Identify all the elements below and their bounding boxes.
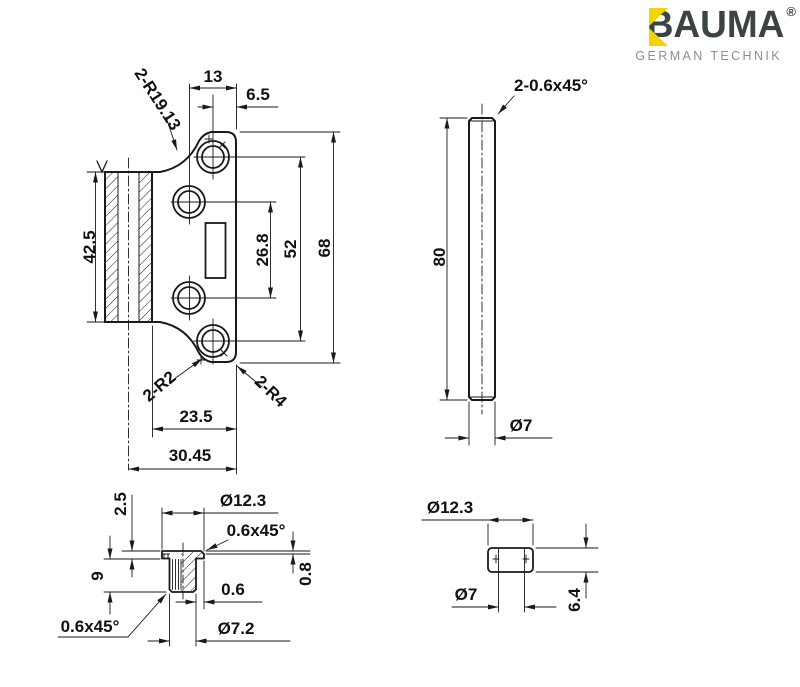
dim-text-52: 52 <box>281 240 300 259</box>
screw-hole-lower-inner <box>170 275 277 321</box>
dim-text-42-5: 42.5 <box>80 230 99 263</box>
bushing-side-dimensions: Ø12.3 Ø7 6.4 <box>421 498 599 612</box>
dimension-flange-height: 2.5 <box>111 492 161 578</box>
plate-outline <box>151 131 237 363</box>
brand-tagline: GERMAN TECHNIK <box>635 49 782 63</box>
label-radius-r4: 2-R4 <box>251 372 291 412</box>
bauma-logo: BAUMA ® GERMAN TECHNIK <box>584 3 796 63</box>
dimension-flange-diameter: Ø12.3 <box>161 491 279 552</box>
leader-radius-r2: 2-R2 <box>139 358 203 406</box>
label-radius-r2: 2-R2 <box>139 367 179 405</box>
label-radius-r19: 2-R19.13 <box>131 65 185 134</box>
dimension-68: 68 <box>239 131 341 364</box>
dim-text-13: 13 <box>204 67 223 86</box>
dimension-23-5: 23.5 <box>152 325 237 475</box>
dimension-body-height: 9 <box>88 535 167 615</box>
dimension-30-45: 30.45 <box>128 446 237 472</box>
label-pin-chamfer: 2-0.6x45° <box>514 76 588 95</box>
dim-text-pin-diameter: Ø7 <box>510 416 533 435</box>
pin-dimensions: 80 Ø7 2-0.6x45° <box>430 76 588 446</box>
plate-front-view: 13 6.5 42.5 26.8 <box>80 65 341 475</box>
label-bushing-chamfer-top: 0.6x45° <box>227 521 286 540</box>
bushing-flange-lip <box>161 553 170 559</box>
dimension-80: 80 <box>430 117 468 401</box>
registered-trademark-symbol: ® <box>786 4 796 19</box>
fillet-center-marks <box>196 134 228 365</box>
dimension-lip-thickness: 0.8 <box>205 531 315 586</box>
dim-text-bore-diameter: Ø7 <box>455 585 478 604</box>
dimension-outer-diameter: Ø12.3 <box>421 498 534 546</box>
bauma-logo-mark-icon <box>648 8 668 46</box>
dimension-height-6-4: 6.4 <box>535 523 599 612</box>
screw-hole-bottom <box>193 318 306 365</box>
dimension-pin-diameter: Ø7 <box>444 401 553 446</box>
dim-text-outer-diameter: Ø12.3 <box>427 498 473 517</box>
dimension-bore-diameter: Ø7 <box>451 585 557 610</box>
bushing-plan-outline <box>487 547 534 573</box>
leader-radius-r4: 2-R4 <box>236 365 291 412</box>
brand-wordmark: BAUMA <box>646 3 785 46</box>
dim-text-overhang: 0.6 <box>221 580 245 599</box>
dimension-26-8: 26.8 <box>253 201 273 299</box>
dim-text-flange-height: 2.5 <box>111 492 130 516</box>
dim-text-68: 68 <box>315 239 334 258</box>
plate-slot <box>204 222 227 279</box>
bushing-section-dimensions: Ø12.3 2.5 9 <box>57 491 315 647</box>
dim-text-flange-diameter: Ø12.3 <box>220 491 266 510</box>
pin-outline <box>468 117 496 401</box>
dim-text-30-45: 30.45 <box>169 446 212 465</box>
dim-text-26-8: 26.8 <box>253 233 272 266</box>
dim-text-80: 80 <box>430 248 449 267</box>
dimension-6-5: 6.5 <box>197 85 279 110</box>
dimension-overhang: 0.6 <box>175 560 263 647</box>
bushing-bore-thread-lines <box>172 559 182 590</box>
dim-text-height-6-4: 6.4 <box>565 588 584 612</box>
dim-text-6-5: 6.5 <box>246 85 270 104</box>
dimension-42-5: 42.5 <box>80 171 105 323</box>
leader-radius-r19: 2-R19.13 <box>131 65 185 151</box>
bushing-section-view: Ø12.3 2.5 9 <box>57 491 315 647</box>
surface-finish-v-mark <box>96 160 108 174</box>
dim-text-lip-thickness: 0.8 <box>296 562 315 586</box>
dim-text-body-height: 9 <box>88 571 107 580</box>
pin-side-view: 80 Ø7 2-0.6x45° <box>430 76 588 446</box>
leader-bushing-chamfer-bottom: 0.6x45° <box>57 593 167 638</box>
bushing-side-view: Ø12.3 Ø7 6.4 <box>421 498 599 613</box>
brand-row: BAUMA ® <box>584 3 796 49</box>
dim-text-23-5: 23.5 <box>179 407 212 426</box>
bushing-center-marks <box>492 554 530 564</box>
screw-hole-top <box>193 94 306 180</box>
screw-hole-upper-inner <box>170 83 277 225</box>
leader-pin-chamfer: 2-0.6x45° <box>497 76 588 115</box>
dimension-body-diameter: Ø7.2 <box>147 593 291 647</box>
plate-dimensions: 13 6.5 42.5 26.8 <box>80 65 341 475</box>
dim-text-body-diameter: Ø7.2 <box>218 619 255 638</box>
hinge-knuckle-section <box>96 157 153 471</box>
dimension-52: 52 <box>281 156 303 342</box>
leader-bushing-chamfer-top: 0.6x45° <box>206 521 286 551</box>
label-bushing-chamfer-bottom: 0.6x45° <box>61 617 120 636</box>
